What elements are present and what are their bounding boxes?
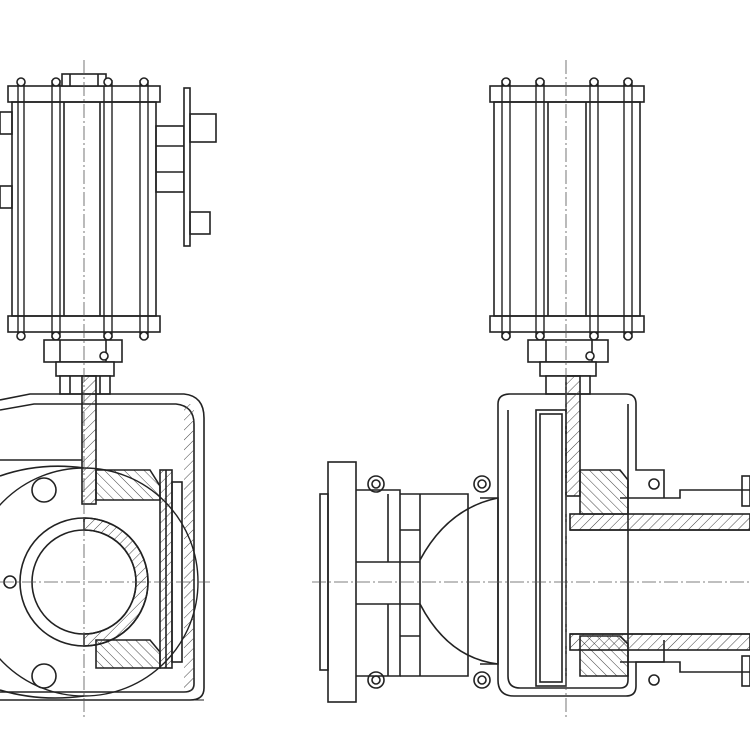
front-actuator (0, 73, 217, 341)
side-outlet-pipe (569, 475, 750, 687)
side-view (312, 60, 750, 720)
front-view (0, 60, 217, 720)
front-valve-body (0, 375, 205, 701)
front-centerlines (0, 60, 210, 720)
side-actuator (489, 77, 645, 341)
side-centerlines (312, 60, 750, 720)
